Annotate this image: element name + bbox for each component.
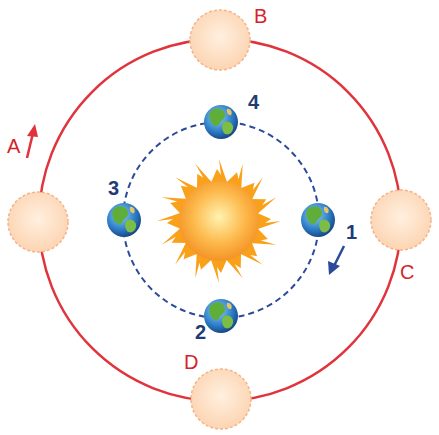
position-letter: B xyxy=(254,6,267,26)
position-letter: A xyxy=(7,136,20,156)
position-letter: C xyxy=(400,262,414,282)
position-letter: D xyxy=(184,352,198,372)
callout-number: 1 xyxy=(346,222,357,242)
callout-number: 4 xyxy=(248,92,259,112)
callout-number: 2 xyxy=(195,322,206,342)
callout-number: 3 xyxy=(108,178,119,198)
